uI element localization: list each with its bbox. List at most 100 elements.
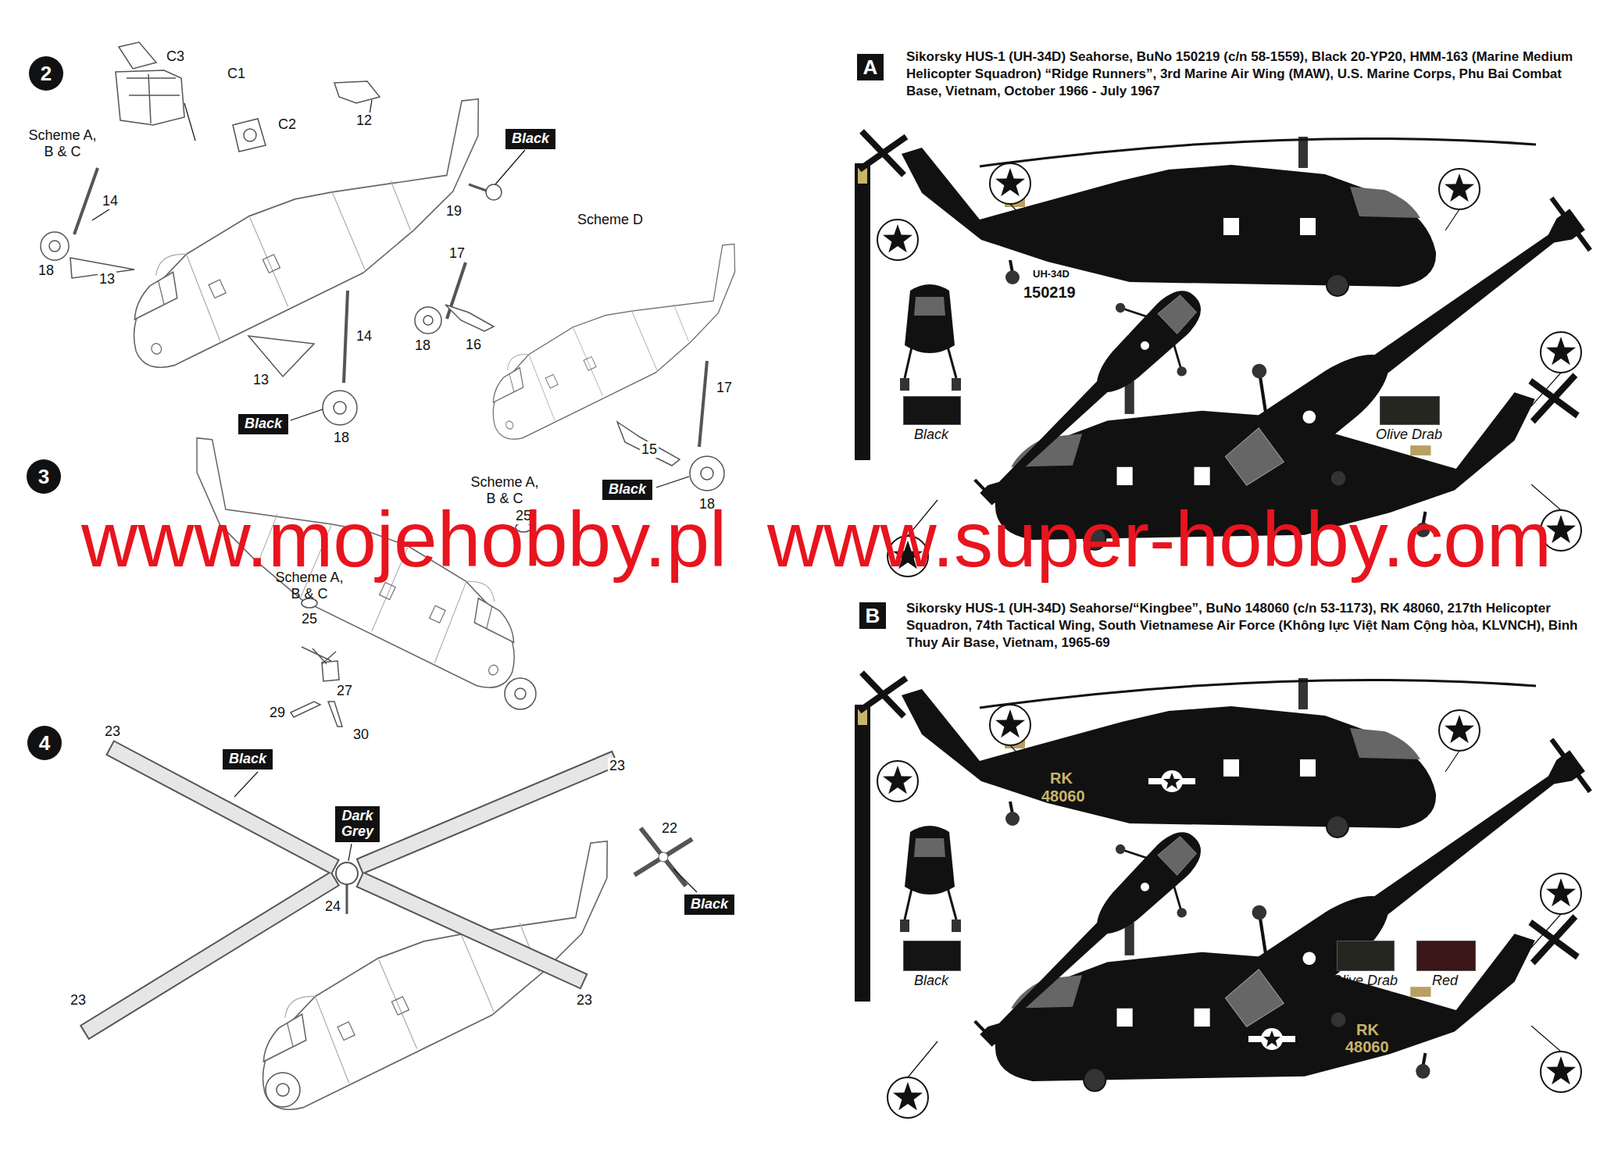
- step-number: 2: [28, 56, 64, 91]
- illustration-part: [335, 862, 358, 885]
- decal-text: 48060: [1345, 1038, 1390, 1056]
- scheme-letter: A: [857, 53, 884, 81]
- illustration-part: [1263, 1030, 1281, 1047]
- legend-label: Olive Drab: [1331, 972, 1398, 990]
- node-text: 4: [39, 731, 50, 755]
- color-callout: Black: [684, 894, 735, 915]
- part-number: 14: [354, 328, 374, 345]
- decal-text: RK: [1356, 1021, 1379, 1039]
- scheme-description: Sikorsky HUS-1 (UH-34D) Seahorse, BuNo 1…: [906, 48, 1579, 100]
- illustration-part: [617, 421, 680, 466]
- illustration-part: [640, 828, 686, 886]
- illustration-part: [40, 232, 69, 261]
- illustration-part: [634, 828, 693, 886]
- illustration-part: [1260, 1028, 1283, 1050]
- illustration-part: [485, 184, 502, 200]
- part-number: 15: [639, 441, 659, 458]
- decal-text: UH-34D: [1032, 267, 1070, 280]
- node-text: 2: [40, 61, 52, 86]
- illustration-part: [699, 360, 708, 447]
- decal-text: 48060: [1041, 787, 1086, 805]
- part-number: 13: [251, 371, 271, 389]
- illustration-part: [423, 315, 433, 325]
- node-text: B: [865, 603, 881, 628]
- part-number: 12: [354, 112, 374, 129]
- part-number: 17: [447, 245, 467, 262]
- illustration-part: [367, 882, 577, 979]
- illustration-part: [126, 74, 180, 124]
- part-number: 18: [332, 429, 351, 447]
- decal-text: RK: [1050, 769, 1073, 787]
- rotor-blades: [91, 751, 693, 1029]
- color-callout: Black: [222, 749, 273, 770]
- scheme-description: Sikorsky HUS-1 (UH-34D) Seahorse/“Kingbe…: [906, 600, 1579, 652]
- legend-swatch: [1379, 396, 1440, 425]
- scheme-note: Scheme A, B & C: [27, 127, 98, 160]
- illustration-part: [248, 335, 315, 377]
- illustration-part: [504, 678, 536, 710]
- illustration-part: [495, 150, 525, 185]
- color-callout: Black: [505, 128, 556, 150]
- illustration-part: [514, 688, 526, 700]
- part-number: 23: [575, 992, 594, 1009]
- part-number: 18: [36, 262, 56, 279]
- color-callout: Dark Grey: [335, 806, 380, 843]
- illustration-part: [328, 701, 343, 727]
- illustration-part: [290, 409, 323, 421]
- illustration-part: [854, 672, 1600, 1118]
- step-number: 3: [26, 459, 61, 494]
- illustration-part: [115, 70, 185, 125]
- illustration-part: [367, 882, 577, 979]
- star-and-bars: [1148, 770, 1296, 1050]
- part-number: 14: [100, 192, 120, 210]
- part-number: C3: [164, 48, 186, 65]
- illustration-part: [343, 290, 348, 383]
- illustration-part: [700, 467, 714, 480]
- illustration-part: [49, 240, 61, 252]
- illustration-part: [98, 94, 527, 379]
- scheme-letter: B: [859, 602, 886, 629]
- part-number: 19: [444, 203, 464, 220]
- part-number: C1: [225, 65, 247, 83]
- part-number: 24: [323, 898, 343, 915]
- illustration-part: [91, 751, 608, 1029]
- illustration-part: [243, 128, 257, 142]
- part-number: 29: [267, 704, 287, 722]
- illustration-part: [334, 81, 380, 104]
- part-number: 16: [464, 336, 483, 354]
- illustration-part: [91, 882, 329, 1029]
- decal-text: 150219: [1023, 283, 1076, 302]
- part-number: 13: [97, 271, 117, 288]
- scheme-note: Scheme D: [575, 211, 646, 229]
- illustration-part: [234, 771, 258, 797]
- color-callout: Black: [602, 479, 653, 500]
- legend-swatch: [1416, 940, 1476, 972]
- node-text: Black: [511, 130, 550, 147]
- illustration-part: [1160, 770, 1183, 793]
- watermark: www.super-hobby.com: [767, 500, 1552, 579]
- illustration-part: [227, 836, 656, 1121]
- node-text: A: [863, 55, 879, 79]
- legend-label: Red: [1432, 972, 1458, 990]
- part-number: 18: [413, 337, 433, 354]
- legend-label: Olive Drab: [1375, 426, 1443, 443]
- illustration-part: [91, 882, 329, 1029]
- illustration-part: [346, 884, 349, 915]
- part-number: 23: [103, 723, 122, 740]
- node-text: Black: [228, 750, 267, 767]
- illustration-part: [333, 401, 347, 415]
- illustration-part: [689, 456, 725, 491]
- illustration-part: [673, 868, 697, 893]
- legend-swatch: [903, 396, 961, 425]
- illustration-part: [634, 839, 693, 875]
- illustration-part: [118, 42, 157, 69]
- leader-lines: [92, 100, 697, 893]
- node-text: Black: [608, 481, 647, 497]
- illustration-part: [74, 167, 98, 235]
- legend-label: Black: [914, 972, 949, 990]
- illustration-part: [321, 660, 340, 682]
- illustration-part: [367, 761, 608, 864]
- legend-label: Black: [914, 426, 949, 443]
- step-number: 4: [27, 725, 62, 761]
